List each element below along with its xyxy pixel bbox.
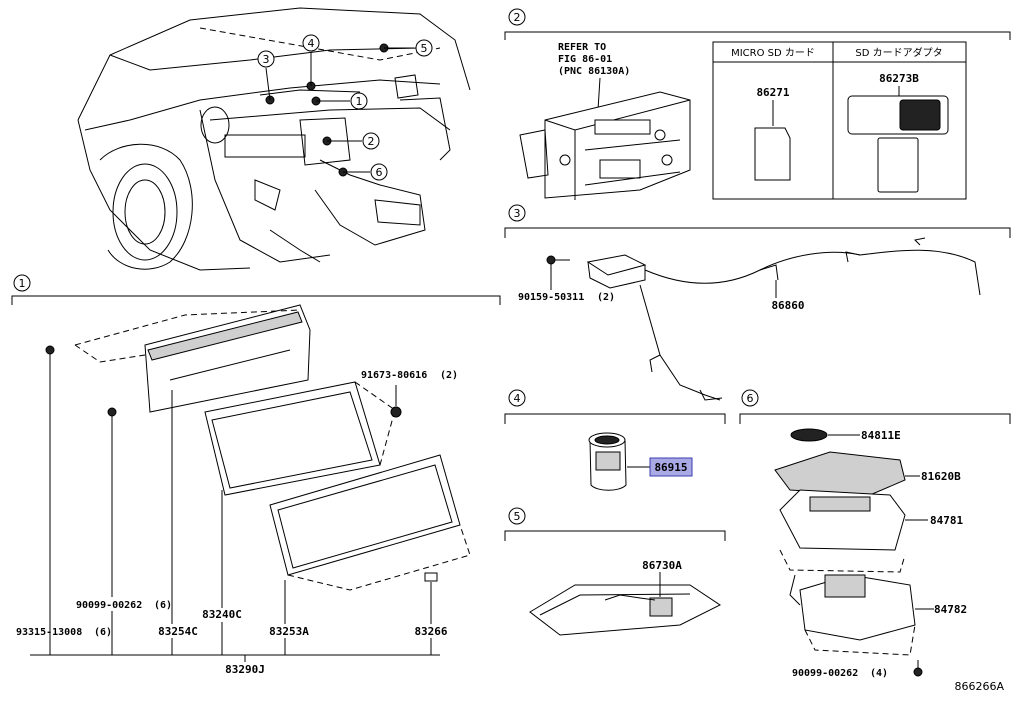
sd-adapter-cell [832, 41, 967, 200]
section-6: 6 84811E 81620B 84781 84782 90099-00262 … [739, 389, 1011, 679]
clip-quantity: (2) [440, 370, 458, 381]
section-1: 1 91673-80616 (2) [11, 274, 501, 676]
callout-label: 3 [263, 53, 270, 66]
screw-icon [107, 407, 117, 417]
section-3-number: 3 [514, 207, 521, 220]
map-light-illustration [529, 584, 721, 636]
knob-icon [790, 428, 828, 442]
part-83254C[interactable]: 83254C [158, 625, 198, 638]
refer-note-line1: REFER TO [558, 42, 606, 53]
callout-label: 4 [308, 37, 315, 50]
overview-callout-1[interactable]: 1 [350, 92, 368, 110]
cover-icon [424, 572, 438, 582]
part-81620B[interactable]: 81620B [921, 470, 961, 483]
refer-note-line2: FIG 86-01 [558, 54, 612, 65]
screw2-part-number[interactable]: 93315-13008 [16, 627, 82, 638]
screw-part-number[interactable]: 90099-00262 [76, 600, 142, 611]
bolt-quantity: (2) [597, 292, 615, 303]
sd-adapter-header: SD カードアダプタ [855, 46, 942, 59]
clip-icon [390, 406, 402, 418]
callout-label: 2 [368, 135, 375, 148]
section-6-number: 6 [747, 392, 754, 405]
display-panel-illustration [204, 381, 471, 591]
upper-bezel-illustration [74, 304, 311, 413]
bolt-part-number[interactable]: 90159-50311 [518, 292, 584, 303]
callout-label: 6 [376, 166, 383, 179]
part-83266[interactable]: 83266 [414, 625, 447, 638]
section-2-number: 2 [514, 11, 521, 24]
screw-quantity: (6) [154, 600, 172, 611]
screw-part-number-6[interactable]: 90099-00262 [792, 668, 858, 679]
sd-card-icon [877, 137, 919, 193]
overview-callout-3[interactable]: 3 [257, 50, 275, 68]
map-light-part-number[interactable]: 86730A [642, 559, 682, 572]
callout-label: 1 [356, 95, 363, 108]
part-84811E[interactable]: 84811E [861, 429, 901, 442]
screw2-quantity: (6) [94, 627, 112, 638]
refer-note-line3: (PNC 86130A) [558, 66, 630, 77]
wire-harness-part-number[interactable]: 86860 [771, 299, 804, 312]
overview-callout-5[interactable]: 5 [415, 39, 433, 57]
overview-callout-2[interactable]: 2 [362, 132, 380, 150]
usb-socket-illustration [588, 432, 627, 491]
screw-quantity-6: (4) [870, 668, 888, 679]
part-84781[interactable]: 84781 [930, 514, 963, 527]
screw-icon [45, 345, 55, 355]
part-83240C[interactable]: 83240C [202, 608, 242, 621]
section-4: 4 86915 [504, 389, 726, 491]
micro-sd-part-number[interactable]: 86271 [756, 86, 789, 99]
section-2-badge [508, 8, 526, 26]
clip-part-number[interactable]: 91673-80616 [361, 370, 427, 381]
section-4-number: 4 [514, 392, 521, 405]
micro-sd-card-icon [754, 127, 791, 181]
usb-socket-part-number[interactable]: 86915 [654, 461, 687, 474]
micro-sd-header: MICRO SD カード [731, 47, 815, 59]
part-84782[interactable]: 84782 [934, 603, 967, 616]
section-1-number: 1 [19, 277, 26, 290]
figure-id: 866266A [954, 680, 1004, 693]
part-highlight [649, 457, 693, 477]
section-3: 3 90159-50311 (2) 86860 [504, 204, 1011, 401]
overview-callout-6[interactable]: 6 [370, 163, 388, 181]
assembly-part-number[interactable]: 83290J [225, 663, 265, 676]
head-unit-illustration [519, 91, 691, 200]
section-5-number: 5 [514, 510, 521, 523]
bolt-icon [546, 255, 556, 265]
section-5: 5 86730A [504, 507, 726, 636]
section-2: 2 REFER TO FIG 86-01 (PNC 86130A) MICRO … [504, 8, 1011, 200]
overview-callout-4[interactable]: 4 [302, 34, 320, 52]
panel-cover-icon [774, 451, 906, 496]
screw-icon [913, 667, 923, 677]
interior-overview [77, 7, 471, 271]
part-83253A[interactable]: 83253A [269, 625, 309, 638]
callout-label: 5 [421, 42, 428, 55]
sd-adapter-part-number[interactable]: 86273B [879, 72, 919, 85]
